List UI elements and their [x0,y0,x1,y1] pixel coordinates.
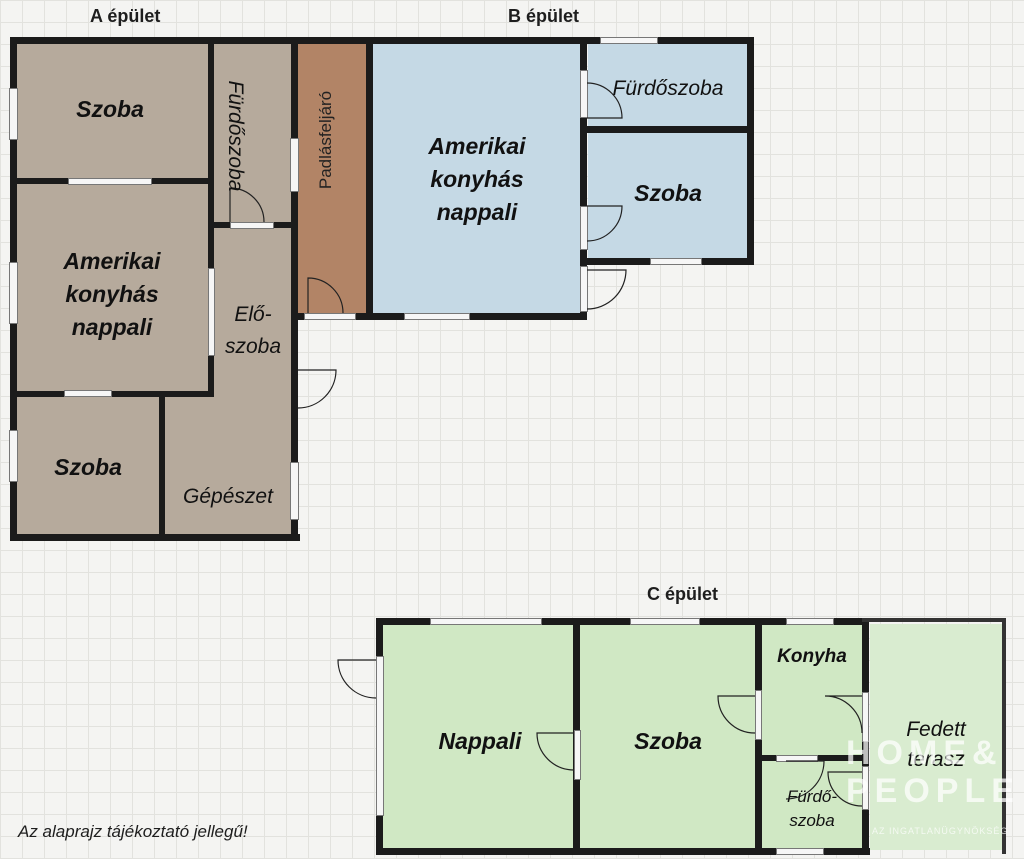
b-nappali-label-3: nappali [436,199,518,225]
a-eloszoba-label-2: szoba [224,335,282,358]
a-szoba-bottom-label: Szoba [54,454,122,480]
a-nappali-label-2: konyhás [65,281,159,307]
watermark-line-2: PEOPLE [846,772,1020,810]
building-b-title: B épület [508,6,580,26]
watermark-line-1: HOME& [846,734,1003,772]
building-a-title: A épület [90,6,161,26]
b-nappali-label-2: konyhás [430,166,524,192]
b-szoba-label: Szoba [634,180,702,206]
c-nappali-label: Nappali [438,728,522,754]
a-gepeszet-label: Gépészet [183,485,273,508]
a-szoba-top-label: Szoba [76,96,144,122]
c-szoba-label: Szoba [634,728,702,754]
b-nappali-room [372,44,584,316]
c-floor [382,624,866,850]
c-terasz-label-2: terasz [907,748,965,771]
building-c-title: C épület [647,584,719,604]
b-small-rooms [588,44,748,258]
a-eloszoba-label-1: Elő- [234,303,272,326]
building-a-floor [14,40,296,540]
c-terasz-label-1: Fedett [906,718,966,741]
c-furdo-label-2: szoba [789,811,835,830]
a-nappali-label-3: nappali [71,314,153,340]
b-furdoszoba-label: Fürdőszoba [612,77,724,100]
a-nappali-label-1: Amerikai [63,248,161,274]
watermark-tagline: AZ INGATLANÜGYNÖKSÉG [872,826,1009,836]
disclaimer-note: Az alaprajz tájékoztató jellegű! [18,822,248,841]
padlasfeljaro-room [296,40,368,320]
b-nappali-label-1: Amerikai [428,133,526,159]
c-furdo-label-1: Fürdő- [786,787,838,806]
c-konyha-label: Konyha [777,646,847,667]
c-terasz-room [870,624,1002,850]
